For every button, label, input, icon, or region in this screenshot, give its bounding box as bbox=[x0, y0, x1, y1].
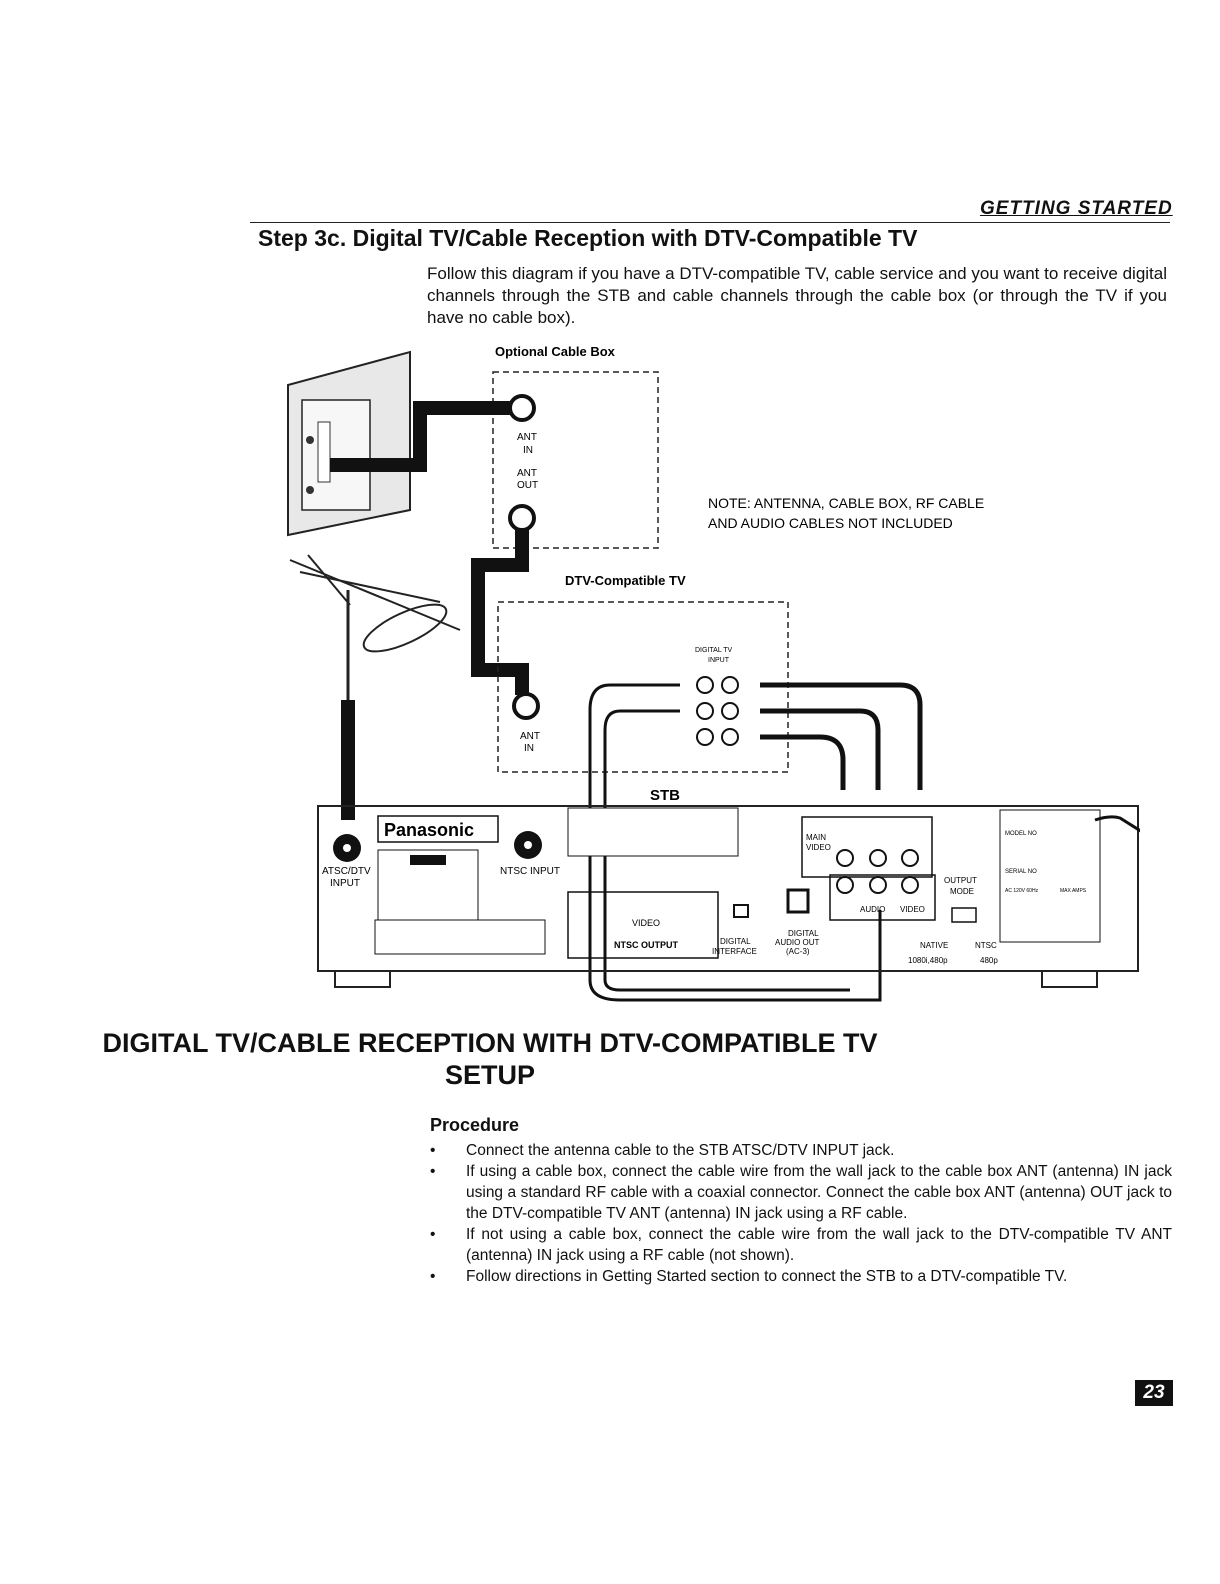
setup-title: DIGITAL TV/CABLE RECEPTION WITH DTV-COMP… bbox=[0, 1027, 1190, 1091]
svg-text:IN: IN bbox=[524, 743, 534, 754]
svg-text:VIDEO: VIDEO bbox=[632, 918, 660, 928]
svg-text:AUDIO OUT: AUDIO OUT bbox=[775, 938, 820, 947]
svg-text:MODE: MODE bbox=[950, 887, 974, 896]
list-item: •If not using a cable box, connect the c… bbox=[430, 1226, 1172, 1264]
serial-no-label: SERIAL NO bbox=[1005, 869, 1037, 875]
dtv-tv bbox=[497, 601, 789, 773]
svg-text:VIDEO: VIDEO bbox=[806, 843, 831, 852]
svg-text:INTERFACE: INTERFACE bbox=[712, 947, 757, 956]
model-no-label: MODEL NO bbox=[1005, 831, 1037, 837]
svg-text:VIDEO: VIDEO bbox=[900, 905, 925, 914]
svg-text:1080i,480p: 1080i,480p bbox=[908, 956, 948, 965]
native-label: NATIVE bbox=[920, 941, 948, 950]
ant-out-label: ANT bbox=[517, 468, 537, 479]
svg-text:MAX AMPS: MAX AMPS bbox=[1060, 888, 1087, 894]
stb bbox=[317, 805, 1139, 972]
svg-text:ANT: ANT bbox=[520, 731, 540, 742]
ant-in-label: ANT bbox=[517, 432, 537, 443]
ntsc-output-label: NTSC OUTPUT bbox=[614, 940, 679, 950]
digital-tv-input-label: DIGITAL TV bbox=[695, 647, 733, 654]
header-rule bbox=[250, 222, 1170, 223]
antenna bbox=[289, 554, 461, 820]
digital-audio-out-label: DIGITAL bbox=[788, 929, 819, 938]
svg-text:480p: 480p bbox=[980, 956, 998, 965]
page-number: 23 bbox=[1135, 1380, 1173, 1406]
list-item: •Connect the antenna cable to the STB AT… bbox=[430, 1142, 895, 1159]
step-title: Step 3c. Digital TV/Cable Reception with… bbox=[258, 225, 918, 251]
list-item: •Follow directions in Getting Started se… bbox=[430, 1268, 1068, 1285]
svg-text:INPUT: INPUT bbox=[708, 657, 730, 664]
note-line2: AND AUDIO CABLES NOT INCLUDED bbox=[708, 515, 953, 531]
ntsc-input-label: NTSC INPUT bbox=[500, 866, 560, 877]
connection-diagram: Optional Cable Box ANT IN ANT OUT NOTE: … bbox=[287, 344, 1140, 1002]
svg-text:MAIN: MAIN bbox=[806, 833, 826, 842]
svg-text:AUDIO: AUDIO bbox=[860, 905, 885, 914]
brand-logo: Panasonic bbox=[384, 820, 474, 840]
svg-text:OUT: OUT bbox=[517, 480, 538, 491]
stb-label: STB bbox=[650, 787, 680, 804]
ntsc-label: NTSC bbox=[975, 941, 997, 950]
note-line1: NOTE: ANTENNA, CABLE BOX, RF CABLE bbox=[708, 495, 984, 511]
list-item: •If using a cable box, connect the cable… bbox=[430, 1163, 1172, 1222]
wall-jack bbox=[287, 350, 411, 537]
atsc-input-label: ATSC/DTV bbox=[322, 866, 371, 877]
setup-title-line2: SETUP bbox=[444, 1060, 536, 1090]
section-header: GETTING STARTED bbox=[980, 198, 1173, 219]
procedure-list: •Connect the antenna cable to the STB AT… bbox=[420, 1140, 1172, 1287]
svg-text:IN: IN bbox=[523, 445, 533, 456]
setup-title-line1: DIGITAL TV/CABLE RECEPTION WITH DTV-COMP… bbox=[102, 1028, 878, 1058]
svg-text:(AC-3): (AC-3) bbox=[786, 947, 810, 956]
cable-box-label: Optional Cable Box bbox=[495, 344, 616, 359]
tv-label: DTV-Compatible TV bbox=[565, 573, 686, 588]
digital-interface-label: DIGITAL bbox=[720, 937, 751, 946]
intro-paragraph: Follow this diagram if you have a DTV-co… bbox=[427, 264, 1167, 327]
output-mode-label: OUTPUT bbox=[944, 876, 977, 885]
svg-text:AC 120V 60Hz: AC 120V 60Hz bbox=[1005, 888, 1039, 894]
svg-text:INPUT: INPUT bbox=[330, 878, 360, 889]
cable-box bbox=[492, 371, 659, 549]
procedure-heading: Procedure bbox=[430, 1115, 520, 1135]
